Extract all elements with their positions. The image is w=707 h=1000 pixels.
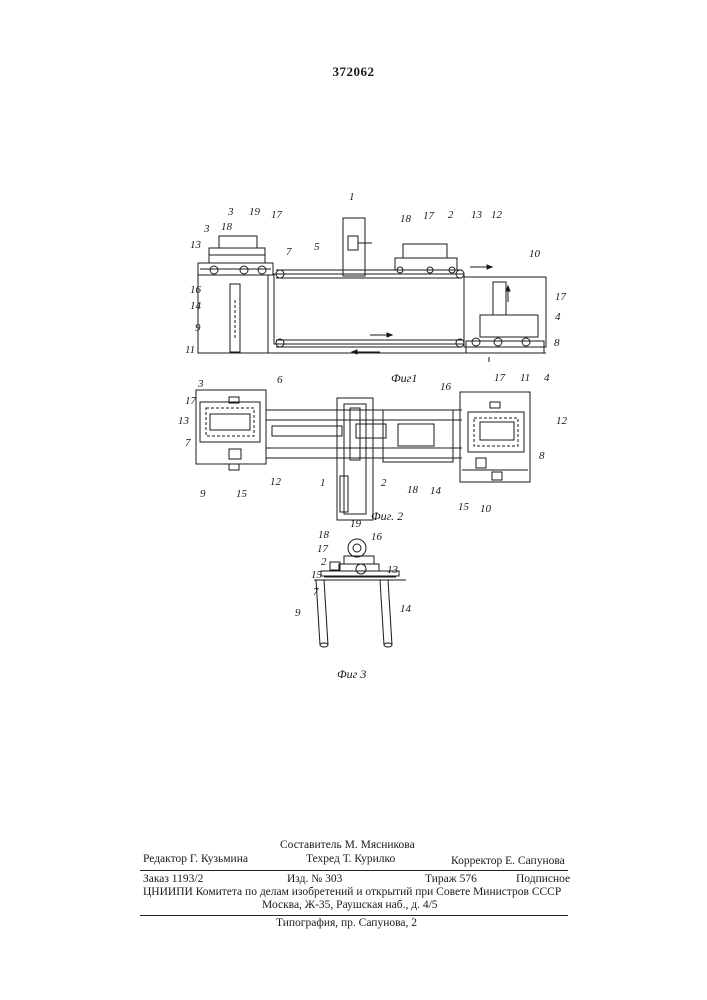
svg-text:2: 2 [381, 477, 387, 489]
patent-drawings: 1 3183 1917 131614 911 75 18172 1312 101… [0, 0, 707, 700]
editor-line: Редактор Г. Кузьмина [143, 853, 248, 865]
svg-text:1: 1 [349, 191, 355, 203]
svg-text:2: 2 [448, 209, 454, 221]
izd-number: Изд. № 303 [287, 873, 342, 885]
svg-text:17: 17 [423, 210, 435, 222]
techred-line: Техред Т. Курилко [306, 853, 395, 865]
svg-text:15: 15 [458, 501, 470, 513]
svg-text:6: 6 [277, 374, 283, 386]
address-line: Москва, Ж-35, Раушская наб., д. 4/5 [262, 899, 438, 911]
svg-text:8: 8 [554, 337, 560, 349]
svg-text:4: 4 [544, 372, 550, 384]
svg-text:4: 4 [555, 311, 561, 323]
svg-text:13: 13 [471, 209, 483, 221]
svg-text:5: 5 [314, 241, 320, 253]
svg-text:14: 14 [190, 300, 202, 312]
svg-text:16: 16 [440, 381, 452, 393]
fig1-caption: Фиг1 [391, 371, 417, 385]
svg-text:17: 17 [317, 543, 329, 555]
svg-text:18: 18 [221, 221, 233, 233]
svg-text:9: 9 [295, 607, 301, 619]
svg-text:17: 17 [555, 291, 567, 303]
svg-text:17: 17 [271, 209, 283, 221]
figure-2 [196, 390, 530, 520]
svg-text:11: 11 [185, 344, 195, 356]
footer-rule-top [140, 870, 568, 871]
corrector-line: Корректор Е. Сапунова [451, 855, 565, 867]
podpisnoe: Подписное [516, 873, 570, 885]
order-number: Заказ 1193/2 [143, 873, 203, 885]
svg-text:10: 10 [529, 248, 541, 260]
svg-text:15: 15 [236, 488, 248, 500]
svg-text:19: 19 [350, 518, 362, 530]
printer-line: Типография, пр. Сапунова, 2 [276, 917, 417, 929]
svg-text:7: 7 [286, 246, 292, 258]
svg-text:18: 18 [400, 213, 412, 225]
svg-text:11: 11 [520, 372, 530, 384]
svg-text:17: 17 [185, 395, 197, 407]
svg-text:9: 9 [200, 488, 206, 500]
svg-text:13: 13 [387, 564, 399, 576]
svg-text:8: 8 [539, 450, 545, 462]
svg-text:19: 19 [249, 206, 261, 218]
organization-line: ЦНИИПИ Комитета по делам изобретений и о… [143, 886, 561, 898]
compiler-line: Составитель М. Мясникова [280, 839, 415, 851]
svg-text:3: 3 [203, 223, 210, 235]
footer-rule-bottom [140, 915, 568, 916]
svg-text:18: 18 [318, 529, 330, 541]
figure-1 [198, 218, 546, 362]
svg-text:7: 7 [313, 586, 319, 598]
fig2-caption: Фиг. 2 [371, 509, 403, 523]
svg-text:10: 10 [480, 503, 492, 515]
svg-text:12: 12 [491, 209, 503, 221]
svg-text:14: 14 [430, 485, 442, 497]
svg-text:1: 1 [320, 477, 326, 489]
figure-3-labels: 18 19 16 17215 13 7 14 9 Фиг 3 [295, 518, 412, 681]
fig3-caption: Фиг 3 [337, 667, 366, 681]
svg-text:14: 14 [400, 603, 412, 615]
svg-text:13: 13 [178, 415, 190, 427]
tirazh: Тираж 576 [425, 873, 477, 885]
figure-3 [314, 539, 406, 647]
svg-text:12: 12 [556, 415, 568, 427]
svg-text:3: 3 [227, 206, 234, 218]
svg-text:3: 3 [197, 378, 204, 390]
svg-text:9: 9 [195, 322, 201, 334]
svg-text:17: 17 [494, 372, 506, 384]
svg-text:2: 2 [321, 556, 327, 568]
svg-text:7: 7 [185, 437, 191, 449]
svg-text:18: 18 [407, 484, 419, 496]
svg-text:12: 12 [270, 476, 282, 488]
svg-text:13: 13 [190, 239, 202, 251]
svg-text:15: 15 [311, 569, 323, 581]
svg-text:16: 16 [190, 284, 202, 296]
svg-text:16: 16 [371, 531, 383, 543]
